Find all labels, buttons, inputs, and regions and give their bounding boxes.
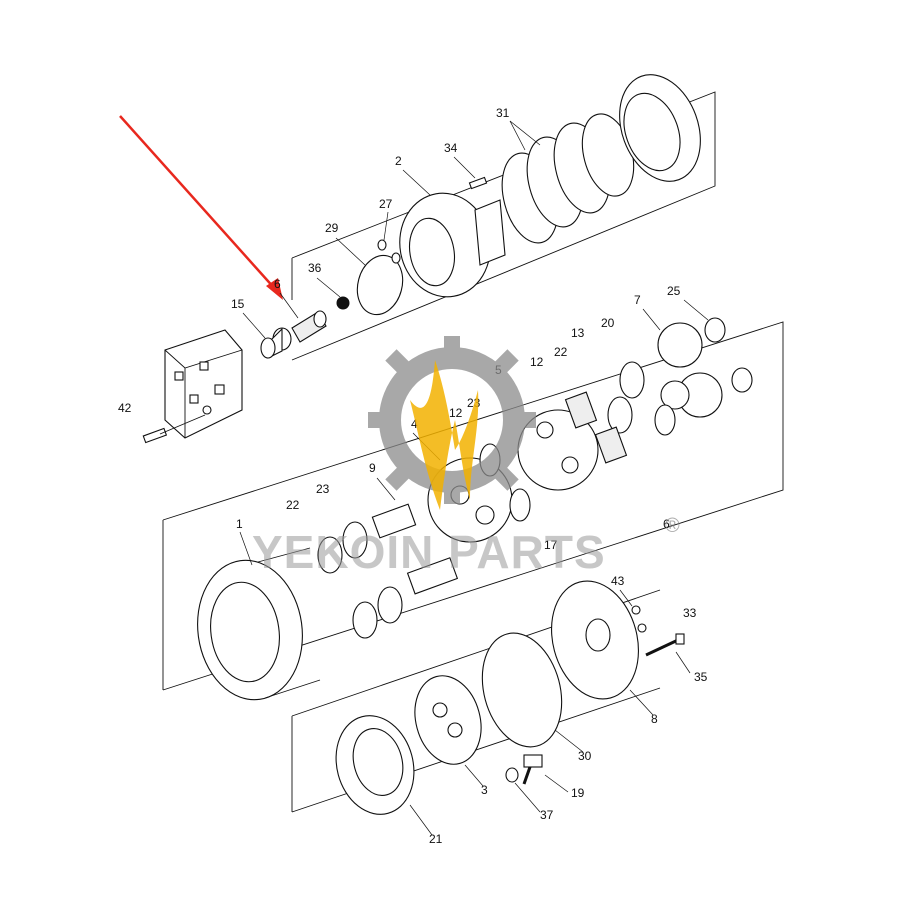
gear-7-cluster (657, 322, 723, 418)
callout-19: 19 (571, 786, 585, 800)
callout-23b: 23 (316, 482, 330, 496)
callout-17: 17 (544, 538, 558, 552)
collar-15 (260, 327, 292, 359)
watermark-logo: YEKOIN PARTS ® (252, 336, 680, 578)
callout-35: 35 (694, 670, 708, 684)
callout-2: 2 (395, 154, 402, 168)
callout-7: 7 (634, 293, 641, 307)
washers-13-20 (607, 361, 676, 436)
callout-21: 21 (429, 832, 443, 846)
callout-22: 22 (554, 345, 568, 359)
snap-ring-right (731, 367, 753, 393)
callout-29: 29 (325, 221, 339, 235)
housing-1 (197, 547, 321, 701)
spline-shaft-6 (291, 310, 327, 343)
callout-43: 43 (611, 574, 625, 588)
callout-15: 15 (231, 297, 245, 311)
bearing-top-right (619, 74, 701, 182)
snap-ring-25 (704, 317, 726, 343)
leader-lines (239, 120, 709, 836)
washer-37 (505, 767, 519, 783)
callout-30: 30 (578, 749, 592, 763)
callout-36: 36 (308, 261, 322, 275)
bolt-19 (522, 754, 543, 785)
callout-31: 31 (496, 106, 510, 120)
valve-block-part (164, 329, 243, 439)
cover-8 (551, 580, 639, 700)
callout-9: 9 (369, 461, 376, 475)
callout-6: 6 (274, 277, 281, 291)
callout-33: 33 (683, 606, 697, 620)
callout-8: 8 (651, 712, 658, 726)
callout-6b: 6 (663, 517, 670, 531)
callout-34: 34 (444, 141, 458, 155)
bolt-35 (645, 633, 685, 657)
watermark-gear-icon (368, 336, 536, 504)
callout-25: 25 (667, 284, 681, 298)
carrier-plate-5 (517, 409, 599, 491)
callout-12b: 12 (449, 406, 463, 420)
callout-12: 12 (530, 355, 544, 369)
pin-34 (468, 176, 488, 190)
o-rings-27 (377, 239, 401, 264)
watermark-registered-mark: ® (665, 515, 680, 537)
seal-rings-31 (501, 113, 635, 244)
callout-42: 42 (118, 401, 132, 415)
pin-42 (142, 414, 206, 444)
bolts-33-43 (631, 605, 647, 633)
callout-20: 20 (601, 316, 615, 330)
callout-3: 3 (481, 783, 488, 797)
callout-22b: 22 (286, 498, 300, 512)
plate-3 (414, 675, 482, 765)
callout-labels: 31 2 34 27 29 36 6 15 7 25 20 13 22 12 5… (118, 106, 708, 846)
bearings-22-23-lower (317, 521, 403, 639)
callout-27: 27 (379, 197, 393, 211)
red-pointer-arrow (119, 115, 283, 300)
needle-bearings-22-12 (564, 391, 628, 464)
callout-1: 1 (236, 517, 243, 531)
watermark-brand-text: YEKOIN PARTS (252, 526, 606, 578)
ball-36 (336, 296, 350, 310)
callout-37: 37 (540, 808, 554, 822)
shafts-9 (371, 503, 459, 595)
callout-4: 4 (411, 417, 418, 431)
watermark-flame-icon (410, 360, 479, 510)
bearing-21 (335, 715, 415, 815)
o-ring-29 (356, 254, 404, 316)
carrier-2 (399, 192, 506, 298)
callout-13: 13 (571, 326, 585, 340)
o-ring-30 (481, 632, 563, 748)
